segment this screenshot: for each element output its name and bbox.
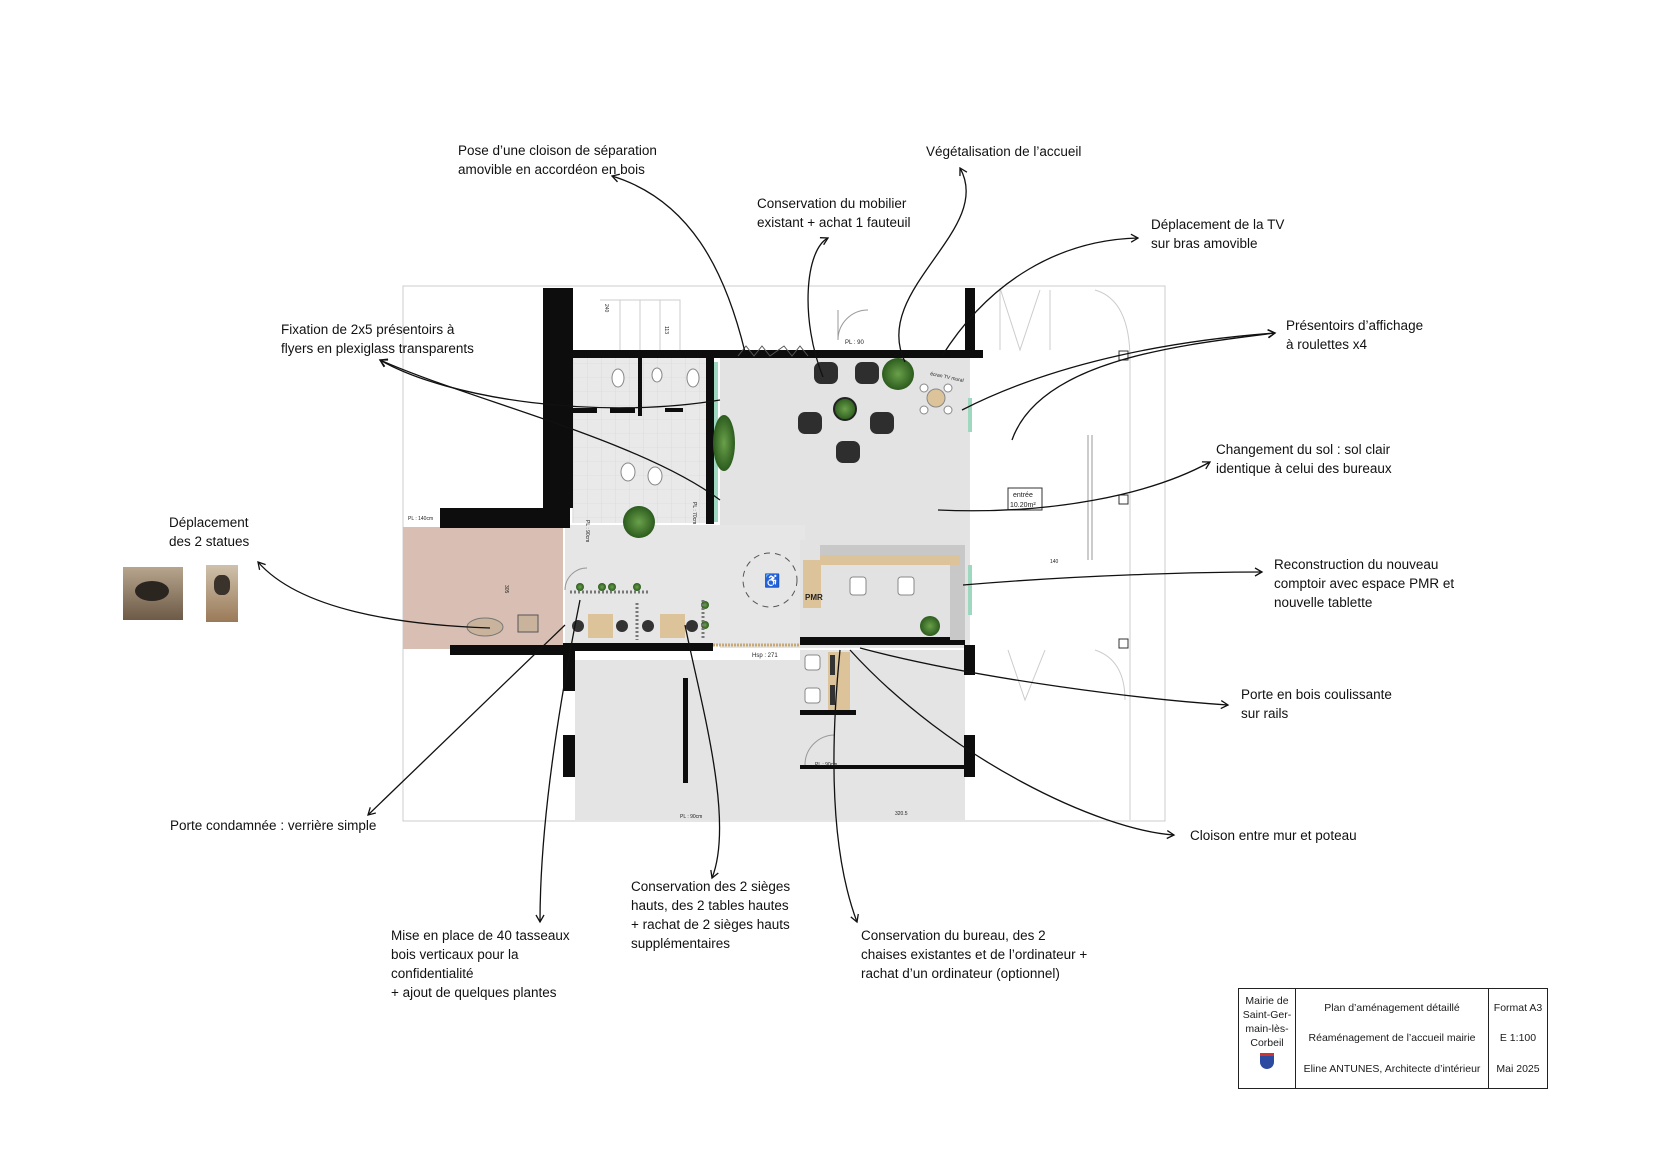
note-floor: Changement du sol : sol clair identique …	[1216, 442, 1392, 476]
note-stools: Conservation des 2 sièges hauts, des 2 t…	[631, 879, 791, 951]
office-desk	[804, 652, 850, 710]
entrance-label: entrée	[1013, 492, 1033, 499]
arrow-battens	[535, 599, 581, 924]
drawing-title: Plan d’aménagement détaillé	[1324, 1002, 1460, 1015]
note-furniture: Conservation du mobilier existant + acha…	[757, 196, 911, 230]
note-accordion-partition: Pose d’une cloison de séparation amovibl…	[458, 143, 657, 177]
arrow-displays-2	[961, 328, 1277, 411]
door-width-terrace: PL : 140cm	[408, 516, 433, 522]
date: Mai 2025	[1496, 1062, 1540, 1075]
door-width-wc1: PL : 90cm	[584, 520, 590, 542]
restroom-fixtures	[611, 367, 700, 486]
pmr-turning-circle	[742, 552, 798, 608]
arrow-desk	[833, 649, 859, 924]
armchairs	[798, 362, 894, 463]
note-flyers: Fixation de 2x5 présentoirs à flyers en …	[281, 322, 474, 356]
town-crest-icon	[1260, 1053, 1274, 1069]
columns	[1118, 350, 1129, 649]
accessibility-icon: ♿	[764, 573, 780, 588]
pmr-label: PMR	[805, 593, 823, 602]
tv-table	[919, 383, 953, 415]
annotation-arrows	[257, 166, 1277, 924]
note-sliding-door: Porte en bois coulissante sur rails	[1241, 687, 1392, 721]
door-swings	[564, 309, 869, 766]
note-displays: Présentoirs d’affichage à roulettes x4	[1286, 318, 1424, 352]
arrow-flyers-2	[378, 358, 721, 501]
statue-photo-1	[123, 567, 183, 620]
note-partition: Cloison entre mur et poteau	[1190, 828, 1357, 843]
entrance-area: 10.20m²	[1010, 502, 1036, 509]
office-floor-left	[575, 660, 830, 820]
door-width-wc2: PL : 70cm	[691, 502, 697, 524]
floors	[403, 358, 970, 820]
note-tv: Déplacement de la TV sur bras amovible	[1151, 217, 1285, 251]
arrow-statues	[257, 561, 491, 629]
arrow-furniture	[807, 237, 830, 378]
arrow-sliding-door	[859, 647, 1230, 710]
scale: E 1:100	[1499, 1032, 1537, 1045]
statue-2	[517, 614, 539, 633]
reception-counter	[803, 545, 965, 640]
note-battens: Mise en place de 40 tasseaux bois vertic…	[391, 928, 570, 1000]
project-subtitle: Réaménagement de l’accueil mairie	[1308, 1032, 1476, 1045]
coffee-table-plant	[833, 397, 857, 421]
arrow-floor	[937, 461, 1212, 512]
arrow-stools	[684, 624, 721, 880]
arrow-counter	[962, 567, 1264, 586]
note-counter: Reconstruction du nouveau comptoir avec …	[1274, 557, 1455, 610]
note-blocked-door: Porte condamnée : verrière simple	[170, 818, 377, 833]
statue-photo-2	[206, 565, 238, 622]
paper-format: Format A3	[1493, 1002, 1543, 1015]
arrow-flyers-1	[378, 359, 721, 409]
accordion-partition	[737, 345, 809, 357]
arrow-blocked-door	[367, 624, 566, 816]
plants	[576, 358, 940, 636]
arrow-accordion	[610, 173, 746, 353]
office-floor-right	[800, 650, 965, 820]
wood-battens	[570, 590, 705, 640]
note-statues: Déplacement des 2 statues	[169, 515, 250, 549]
door-width-office: PL : 90cm	[680, 814, 702, 820]
author: Eline ANTUNES, Architecte d’intérieur	[1303, 1062, 1481, 1075]
ceiling-height: Hsp : 271	[752, 653, 778, 659]
arrow-vegetation	[898, 166, 968, 363]
dim-140: 140	[1050, 559, 1059, 565]
client-name: Mairie de Saint-Ger- main-lès- Corbeil	[1242, 995, 1292, 1049]
note-vegetation: Végétalisation de l’accueil	[926, 144, 1082, 159]
door-width-top: PL : 90	[845, 340, 864, 346]
dim-305: 305	[503, 585, 509, 594]
dim-320: 320.5	[895, 811, 908, 817]
dim-113: 113	[663, 326, 669, 334]
arrow-partition	[849, 649, 1176, 840]
title-block: Mairie de Saint-Ger- main-lès- Corbeil P…	[1238, 988, 1548, 1089]
note-desk: Conservation du bureau, des 2 chaises ex…	[861, 928, 1088, 981]
arrow-displays-1	[1011, 329, 1277, 441]
high-tables	[572, 614, 698, 638]
dim-240: 240	[603, 304, 609, 313]
door-width-office2: PL : 90cm	[815, 762, 837, 768]
arrow-tv	[941, 233, 1140, 357]
